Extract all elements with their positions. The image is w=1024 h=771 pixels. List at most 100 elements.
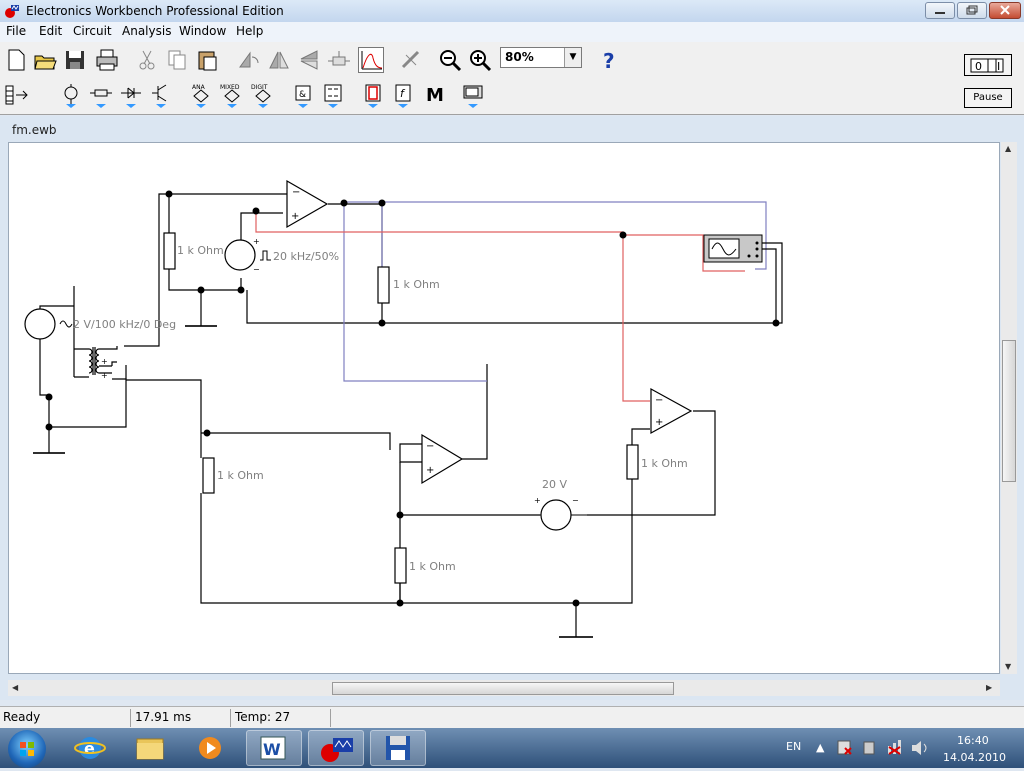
flip-horizontal-button[interactable]: [266, 47, 292, 73]
mixed-ics-bin-button[interactable]: MIXED: [219, 82, 245, 108]
rotate-icon: [239, 51, 259, 68]
open-button[interactable]: [32, 47, 58, 73]
usb-icon: [863, 741, 875, 755]
scroll-right-icon[interactable]: ▶: [986, 683, 993, 692]
pause-button[interactable]: Pause: [964, 88, 1012, 108]
mixed-ic-icon: MIXED: [220, 84, 240, 108]
paste-button[interactable]: [194, 47, 220, 73]
transistors-bin-button[interactable]: [148, 82, 174, 108]
help-icon: ?: [603, 49, 615, 73]
open-folder-icon: [34, 55, 57, 70]
vertical-scrollbar[interactable]: ▲ ▼: [1001, 142, 1017, 674]
status-bar: Ready 17.91 ms Temp: 27: [0, 706, 1024, 729]
svg-text:W: W: [263, 740, 281, 759]
flip-vertical-icon: [300, 50, 318, 70]
miscellaneous-bin-button[interactable]: M: [421, 82, 447, 108]
zoom-select[interactable]: 80% ▼: [500, 47, 582, 68]
restore-button[interactable]: [957, 2, 987, 19]
tray-icons: [837, 740, 927, 755]
analysis-graphs-button[interactable]: [358, 47, 384, 73]
svg-text:I: I: [997, 60, 1000, 73]
svg-text:+: +: [655, 417, 663, 428]
menu-bar: File Edit Circuit Analysis Window Help: [0, 22, 1024, 42]
help-button[interactable]: ?: [595, 47, 621, 73]
svg-text:−: −: [253, 265, 260, 274]
show-hidden-icons-icon[interactable]: ▲: [816, 741, 825, 754]
taskbar-explorer[interactable]: [122, 730, 178, 766]
windows-logo-icon: [20, 742, 34, 756]
svg-text:+: +: [101, 371, 108, 380]
svg-text:+: +: [291, 211, 299, 222]
diodes-bin-button[interactable]: [118, 82, 144, 108]
copy-button[interactable]: [164, 47, 190, 73]
flip-vertical-button[interactable]: [296, 47, 322, 73]
menu-edit[interactable]: Edit: [39, 24, 63, 38]
menu-circuit[interactable]: Circuit: [73, 24, 112, 38]
circuit-schematic[interactable]: −+ −+ −+ + −: [9, 143, 999, 673]
resistor-label-r4: 1 k Ohm: [409, 560, 456, 573]
favorites-bin-icon: [5, 85, 28, 105]
indicator-icon: [365, 84, 381, 108]
menu-file[interactable]: File: [6, 24, 27, 38]
clock-date[interactable]: 14.04.2010: [943, 751, 1006, 764]
svg-text:&: &: [299, 90, 306, 100]
taskbar-electronics-workbench[interactable]: [308, 730, 364, 766]
menu-window[interactable]: Window: [179, 24, 227, 38]
scroll-down-icon[interactable]: ▼: [1005, 662, 1012, 671]
rotate-button[interactable]: [236, 47, 262, 73]
taskbar-media-player[interactable]: [182, 730, 238, 766]
app-icon[interactable]: [4, 3, 20, 19]
svg-text:−: −: [292, 187, 300, 198]
resistor-label-r3: 1 k Ohm: [217, 469, 264, 482]
document-window: fm.ewb: [0, 116, 1024, 700]
svg-text:?: ?: [603, 49, 615, 73]
zoom-out-button[interactable]: [437, 47, 463, 73]
controls-bin-button[interactable]: f: [390, 82, 416, 108]
indicators-bin-button[interactable]: [360, 82, 386, 108]
component-properties-button[interactable]: [326, 47, 352, 73]
subcircuit-icon: [401, 50, 420, 69]
volume-icon: [912, 741, 921, 755]
start-button[interactable]: [8, 730, 46, 768]
internet-explorer-icon: e: [74, 737, 106, 759]
clock-time[interactable]: 16:40: [957, 734, 989, 747]
scroll-up-icon[interactable]: ▲: [1005, 144, 1012, 153]
instruments-bin-button[interactable]: [460, 82, 486, 108]
minimize-button[interactable]: [925, 2, 955, 19]
logic-gates-bin-button[interactable]: &: [290, 82, 316, 108]
sine-source-label: 2 V/100 kHz/0 Deg: [73, 318, 176, 331]
svg-text:−: −: [655, 395, 663, 406]
taskbar-word[interactable]: W: [246, 730, 302, 766]
menu-analysis[interactable]: Analysis: [122, 24, 172, 38]
new-button[interactable]: [3, 47, 29, 73]
horizontal-scroll-thumb[interactable]: [332, 682, 674, 695]
language-indicator[interactable]: EN: [786, 740, 802, 753]
folder-icon: [136, 738, 164, 760]
vertical-scroll-thumb[interactable]: [1002, 340, 1016, 482]
cut-button[interactable]: [134, 47, 160, 73]
close-button[interactable]: [989, 2, 1021, 19]
digital-bin-button[interactable]: [320, 82, 346, 108]
analog-ics-bin-button[interactable]: ANA: [188, 82, 214, 108]
taskbar: e W EN ▲ 16:40 14.04.2010: [0, 728, 1024, 768]
chevron-down-icon[interactable]: ▼: [564, 48, 581, 67]
favorites-bin-button[interactable]: [3, 82, 29, 108]
subcircuit-button[interactable]: [398, 47, 424, 73]
taskbar-internet-explorer[interactable]: e: [62, 730, 118, 766]
circuit-canvas[interactable]: −+ −+ −+ + −: [8, 142, 1000, 674]
source-icon: [64, 84, 78, 108]
digital-ics-bin-button[interactable]: DIGIT: [250, 82, 276, 108]
print-button[interactable]: [94, 47, 120, 73]
svg-text:−: −: [426, 441, 434, 452]
basic-bin-button[interactable]: [88, 82, 114, 108]
sources-bin-button[interactable]: [58, 82, 84, 108]
taskbar-save-app[interactable]: [370, 730, 426, 766]
scroll-left-icon[interactable]: ◀: [12, 683, 19, 692]
horizontal-scrollbar[interactable]: ◀ ▶: [8, 680, 1000, 696]
zoom-in-button[interactable]: [467, 47, 493, 73]
status-separator: [230, 709, 231, 727]
save-button[interactable]: [62, 47, 88, 73]
menu-help[interactable]: Help: [236, 24, 264, 38]
